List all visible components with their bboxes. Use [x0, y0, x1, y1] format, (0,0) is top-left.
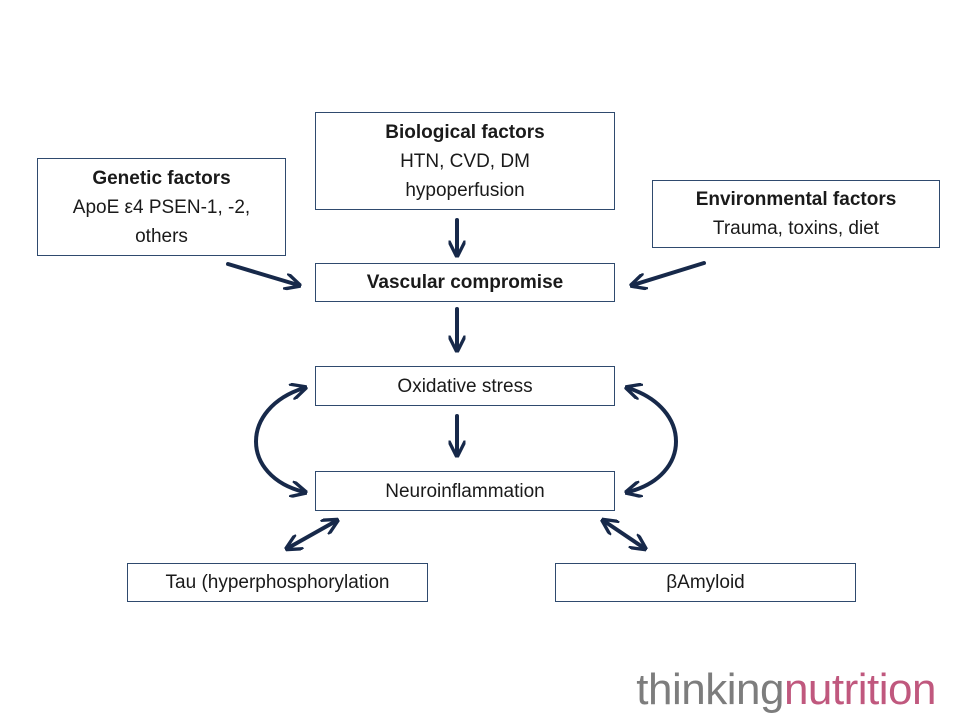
arrow-genetic-to-vascular — [226, 262, 298, 285]
beta-amyloid-box: βAmyloid — [555, 563, 856, 602]
vascular-compromise-label: Vascular compromise — [366, 272, 564, 293]
environmental-factors-title: Environmental factors — [695, 189, 897, 210]
beta-amyloid-label: βAmyloid — [666, 572, 745, 593]
biological-factors-line1: HTN, CVD, DM — [400, 150, 530, 172]
arrow-environmental-to-vascular — [633, 261, 706, 285]
double-arrow-tau — [288, 521, 336, 548]
genetic-factors-line2: others — [135, 225, 188, 247]
genetic-factors-line1: ApoE ε4 PSEN-1, -2, — [72, 196, 251, 218]
thinkingnutrition-logo: thinkingnutrition — [636, 668, 936, 712]
oxidative-stress-label: Oxidative stress — [397, 375, 533, 397]
environmental-factors-box: Environmental factors Trauma, toxins, di… — [652, 180, 940, 248]
tau-label: Tau (hyperphosphorylation — [165, 572, 390, 593]
genetic-factors-title: Genetic factors — [92, 167, 231, 189]
biological-factors-line2: hypoperfusion — [405, 179, 525, 201]
curved-arrow-right — [628, 388, 678, 492]
vascular-compromise-box: Vascular compromise — [315, 263, 615, 302]
neuroinflammation-label: Neuroinflammation — [385, 480, 545, 502]
environmental-factors-line1: Trauma, toxins, diet — [712, 218, 880, 239]
curved-arrow-left — [254, 388, 304, 492]
oxidative-stress-box: Oxidative stress — [315, 366, 615, 406]
double-arrow-amyloid — [604, 521, 644, 548]
genetic-factors-box: Genetic factors ApoE ε4 PSEN-1, -2, othe… — [37, 158, 286, 256]
neuroinflammation-box: Neuroinflammation — [315, 471, 615, 511]
biological-factors-box: Biological factors HTN, CVD, DM hypoperf… — [315, 112, 615, 210]
logo-text-nutrition: nutrition — [783, 665, 937, 714]
logo-text-thinking: thinking — [636, 665, 784, 714]
biological-factors-title: Biological factors — [385, 121, 545, 143]
tau-box: Tau (hyperphosphorylation — [127, 563, 428, 602]
